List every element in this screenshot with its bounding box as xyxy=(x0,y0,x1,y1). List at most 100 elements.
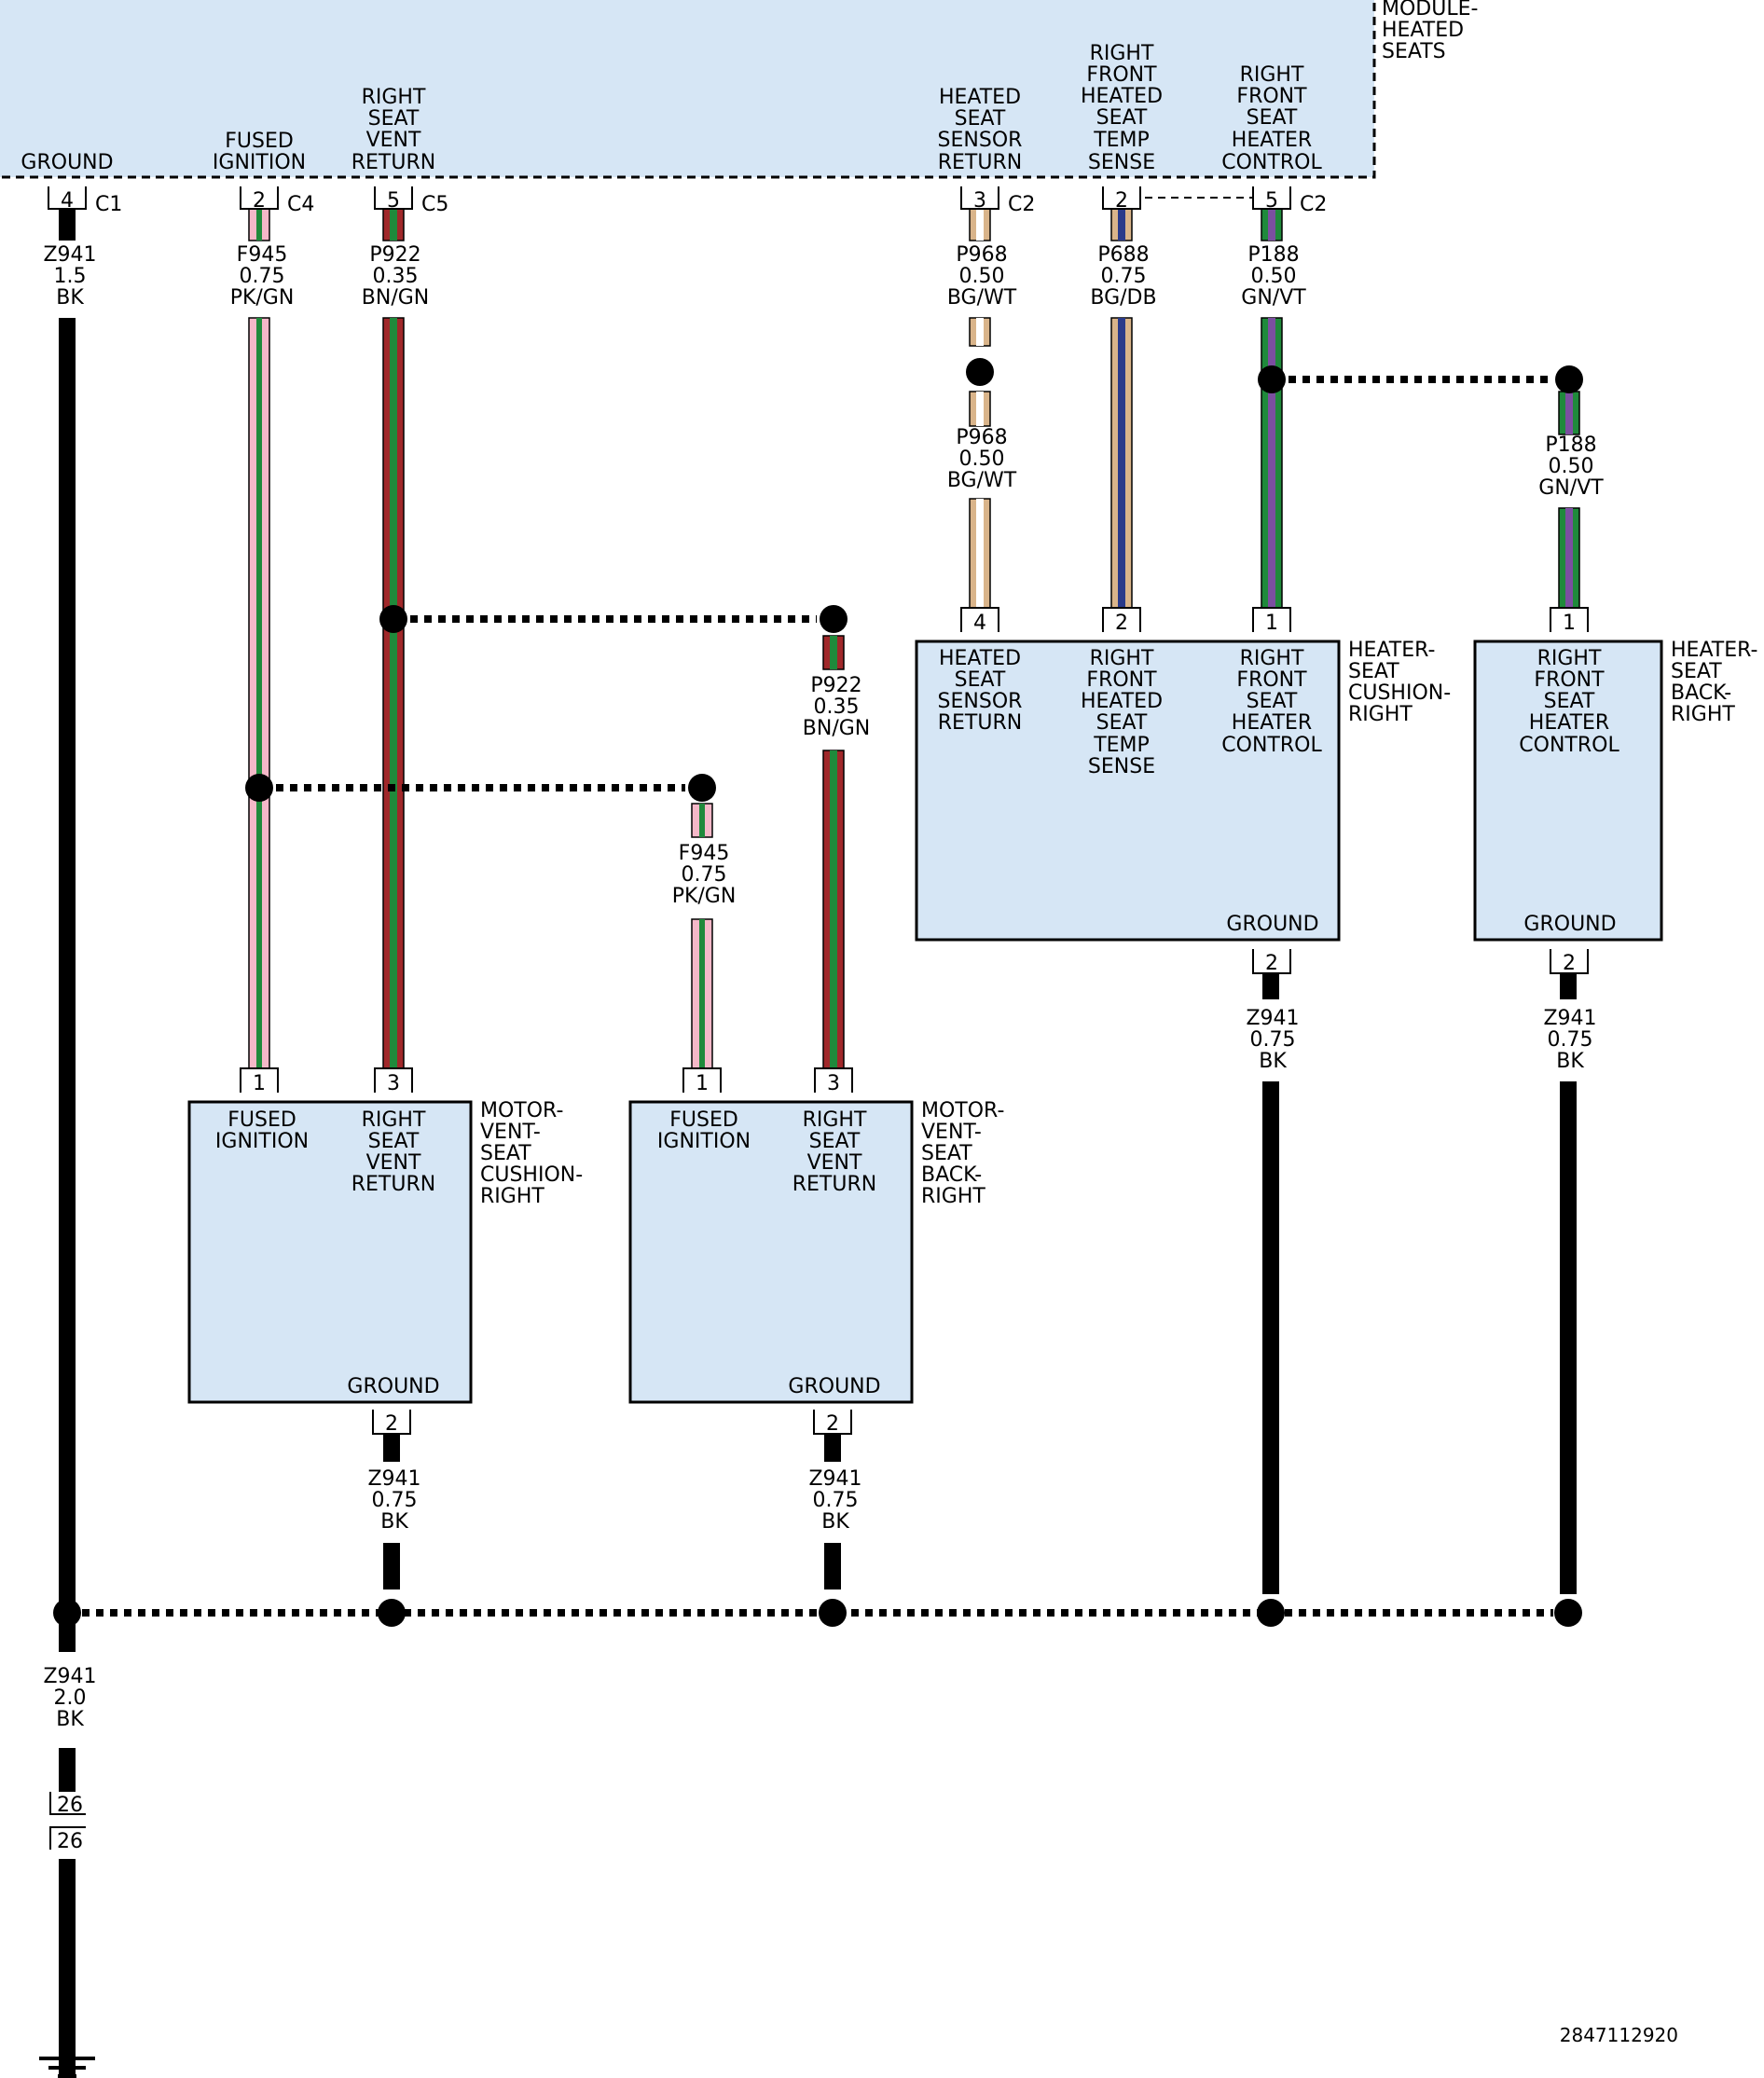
wire-label-p188-back-circuit: P188 xyxy=(1545,433,1596,457)
motor-cushion-name: MOTOR- VENT- SEAT CUSHION- RIGHT xyxy=(480,1099,583,1208)
svg-text:CONTROL: CONTROL xyxy=(1519,734,1619,757)
heater-cushion-ground-pin: 2 xyxy=(1265,952,1278,975)
svg-text:SEAT: SEAT xyxy=(1096,711,1148,735)
svg-text:SEAT: SEAT xyxy=(368,1130,420,1153)
inline-connector-lower: 26 xyxy=(57,1830,83,1853)
wire-label-p922-back-color: BN/GN xyxy=(803,717,870,740)
module-pin-4-c1: 4 xyxy=(61,189,74,213)
wire-p968 xyxy=(969,208,991,609)
svg-text:RIGHT: RIGHT xyxy=(803,1108,867,1132)
svg-text:SEAT: SEAT xyxy=(1671,660,1722,683)
heater-cushion-ground-label: GROUND xyxy=(1226,913,1318,936)
wire-label-z941-mb-color: BK xyxy=(821,1510,849,1534)
svg-text:RIGHT: RIGHT xyxy=(362,1108,426,1132)
svg-text:RIGHT: RIGHT xyxy=(1537,647,1602,670)
splice-ground-2 xyxy=(378,1599,406,1627)
motor-cushion-labels: FUSED IGNITION RIGHT SEAT VENT RETURN GR… xyxy=(215,1108,440,1398)
wire-label-p688-color: BG/DB xyxy=(1090,286,1156,310)
inline-connector-upper: 26 xyxy=(57,1794,83,1817)
motor-back-ground-label: GROUND xyxy=(788,1375,880,1398)
wire-label-p188-color: GN/VT xyxy=(1241,286,1306,310)
splice-f945-left xyxy=(245,774,273,802)
splice-f945-right xyxy=(688,774,716,802)
module-pin-2-c4: 2 xyxy=(253,189,266,213)
svg-text:IGNITION: IGNITION xyxy=(657,1130,751,1153)
module-label-heater-5: CONTROL xyxy=(1221,151,1322,174)
svg-text:RIGHT: RIGHT xyxy=(480,1185,544,1208)
wire-label-z941-main-circuit: Z941 xyxy=(43,1665,96,1688)
svg-text:HEATED: HEATED xyxy=(1081,690,1163,713)
wire-label-z941-ch-gauge: 0.75 xyxy=(1250,1028,1296,1052)
wire-label-z941-ch-circuit: Z941 xyxy=(1246,1007,1299,1030)
motor-back-name: MOTOR- VENT- SEAT BACK- RIGHT xyxy=(921,1099,1004,1208)
wire-label-p188-back-gauge: 0.50 xyxy=(1549,455,1594,478)
module-label-temp-1: RIGHT xyxy=(1090,42,1154,65)
connector-gap xyxy=(37,1792,103,1859)
wire-p188-back xyxy=(1558,391,1580,609)
svg-text:RETURN: RETURN xyxy=(938,711,1022,735)
splice-p968 xyxy=(966,358,994,386)
motor-cushion-pin-3: 3 xyxy=(387,1072,400,1095)
heater-back-pins: 1 2 xyxy=(1550,607,1589,975)
wire-label-z941-mod-circuit: Z941 xyxy=(43,243,96,267)
svg-text:RETURN: RETURN xyxy=(792,1173,876,1196)
svg-text:SEAT: SEAT xyxy=(1348,660,1399,683)
svg-text:SENSOR: SENSOR xyxy=(938,690,1023,713)
wire-label-p922-gauge: 0.35 xyxy=(373,265,419,288)
svg-text:FRONT: FRONT xyxy=(1534,668,1605,692)
motor-back-pin-1: 1 xyxy=(696,1072,709,1095)
wire-label-p188-circuit: P188 xyxy=(1247,243,1299,267)
svg-text:VENT-: VENT- xyxy=(921,1121,982,1144)
module-label-ground: GROUND xyxy=(21,151,113,174)
heater-seat-back-right-box xyxy=(1473,640,1663,942)
wire-label-f945-back-gauge: 0.75 xyxy=(682,863,727,887)
wire-label-p188-gauge: 0.50 xyxy=(1251,265,1297,288)
inline-connector-26: 26 26 xyxy=(49,1792,86,1853)
module-connector-c4: C4 xyxy=(287,193,314,216)
splice-ground-3 xyxy=(819,1599,847,1627)
svg-text:MOTOR-: MOTOR- xyxy=(921,1099,1004,1122)
wire-label-p922-circuit: P922 xyxy=(369,243,420,267)
module-label-temp-4: SEAT xyxy=(1096,106,1148,130)
heater-cushion-name: HEATER- SEAT CUSHION- RIGHT xyxy=(1348,639,1451,726)
splice-p188-right xyxy=(1555,365,1583,393)
wire-label-p922-color: BN/GN xyxy=(362,286,429,310)
wire-p922-module xyxy=(382,208,405,1069)
svg-text:RIGHT: RIGHT xyxy=(921,1185,985,1208)
svg-text:RIGHT: RIGHT xyxy=(1671,703,1735,726)
module-name-line-1: MODULE- xyxy=(1382,0,1478,21)
wire-label-f945-back-color: PK/GN xyxy=(672,885,737,908)
wire-label-f945-back-circuit: F945 xyxy=(679,842,730,865)
svg-text:VENT: VENT xyxy=(366,1151,421,1175)
heater-back-labels: RIGHT FRONT SEAT HEATER CONTROL GROUND xyxy=(1519,647,1619,936)
module-label-heater-4: HEATER xyxy=(1232,129,1312,152)
svg-text:SEAT: SEAT xyxy=(1544,690,1595,713)
motor-vent-seat-cushion-right-box xyxy=(187,1100,473,1404)
motor-back-pin-3: 3 xyxy=(827,1072,840,1095)
svg-text:FUSED: FUSED xyxy=(669,1108,738,1132)
wire-label-z941-mod-gauge: 1.5 xyxy=(54,265,87,288)
splice-nodes xyxy=(53,358,1583,1627)
module-label-sensor-4: RETURN xyxy=(938,151,1022,174)
splice-p188-left xyxy=(1258,365,1286,393)
heater-back-ground-pin: 2 xyxy=(1563,952,1576,975)
wire-label-p968-lower-circuit: P968 xyxy=(956,426,1007,449)
svg-text:HEATER: HEATER xyxy=(1529,711,1609,735)
wire-label-z941-main-gauge: 2.0 xyxy=(54,1686,87,1710)
svg-text:BACK-: BACK- xyxy=(1671,681,1731,705)
heater-cushion-labels: HEATED SEAT SENSOR RETURN RIGHT FRONT HE… xyxy=(938,647,1323,936)
wire-label-z941-main-color: BK xyxy=(56,1708,84,1731)
svg-text:VENT: VENT xyxy=(807,1151,862,1175)
module-label-sensor-2: SEAT xyxy=(955,107,1006,131)
wire-labels: Z941 1.5 BK F945 0.75 PK/GN P922 0.35 BN… xyxy=(43,243,1604,1731)
wire-label-z941-mod-color: BK xyxy=(56,286,84,310)
splice-p922-right xyxy=(820,605,848,633)
wire-f945-back xyxy=(691,803,713,1069)
motor-vent-seat-back-right-box xyxy=(628,1100,914,1404)
wire-label-f945-circuit: F945 xyxy=(237,243,288,267)
wire-label-f945-gauge: 0.75 xyxy=(240,265,285,288)
module-name-line-2: HEATED xyxy=(1382,19,1464,42)
svg-text:SEAT: SEAT xyxy=(809,1130,861,1153)
svg-text:RETURN: RETURN xyxy=(351,1173,435,1196)
wire-label-p688-circuit: P688 xyxy=(1097,243,1149,267)
